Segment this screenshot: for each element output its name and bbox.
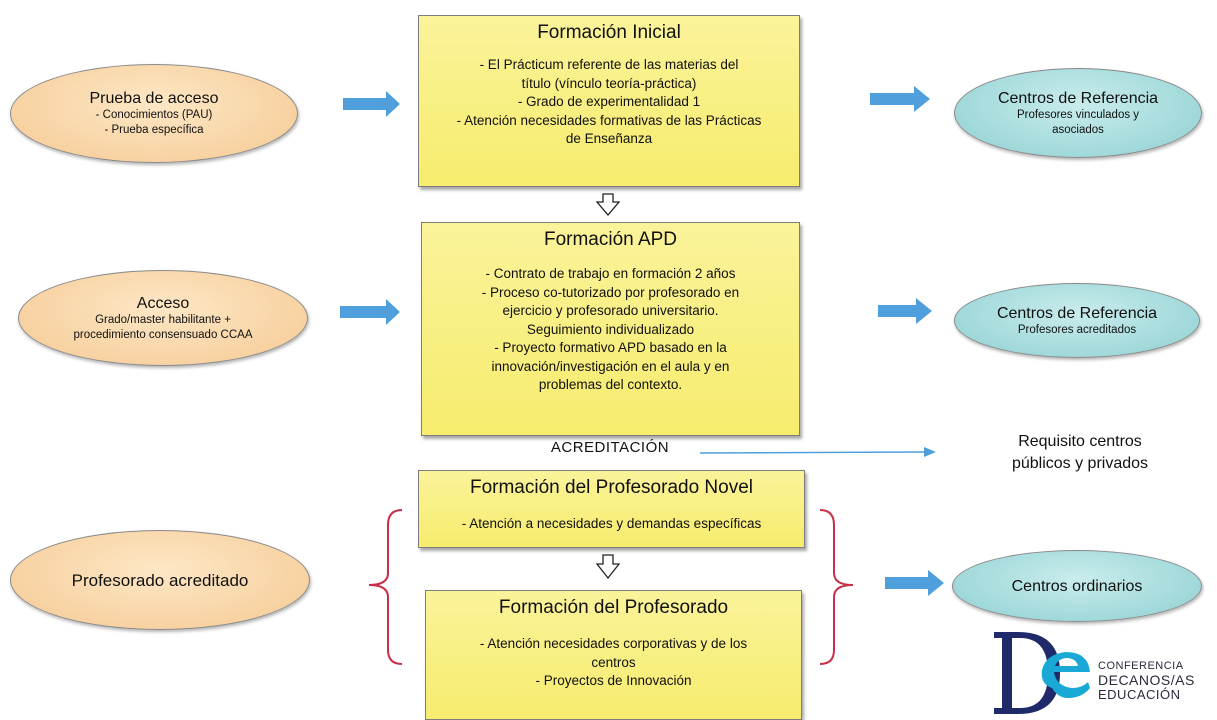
oval-profesorado-acreditado: Profesorado acreditado [10, 530, 310, 630]
oval-sub: - Conocimientos (PAU) [95, 109, 213, 121]
box-formacion-profesorado-lines: - Atención necesidades corporativas y de… [426, 635, 801, 691]
line: - Proyectos de Innovación [535, 673, 692, 688]
box-formacion-apd-lines: - Contrato de trabajo en formación 2 año… [422, 265, 799, 395]
line: - Proceso co-tutorizado por profesorado … [481, 284, 740, 300]
box-formacion-apd-title: Formación APD [543, 229, 678, 250]
down-arrow-1 [595, 193, 621, 217]
line: - Atención a necesidades y demandas espe… [461, 516, 762, 531]
arrow-acreditacion-head [924, 447, 936, 457]
acreditacion-label: ACREDITACIÓN [550, 439, 670, 456]
line: - Atención necesidades corporativas y de… [479, 636, 748, 651]
box-formacion-apd: Formación APD - Contrato de trabajo en f… [421, 222, 800, 436]
line: centros [591, 654, 636, 670]
oval-sub: asociados [1052, 123, 1104, 136]
line: - Atención necesidades formativas de las… [456, 112, 762, 128]
oval-centros-referencia-2: Centros de Referencia Profesores acredit… [954, 283, 1200, 358]
line: de Enseñanza [565, 131, 653, 146]
box-formacion-novel-lines: - Atención a necesidades y demandas espe… [419, 515, 804, 534]
oval-sub: - Prueba específica [104, 124, 204, 136]
requisito-line: Requisito centros [1018, 433, 1142, 450]
box-formacion-profesorado-title: Formación del Profesorado [498, 597, 729, 618]
line: ejercicio y profesorado universitario. [502, 303, 719, 318]
line: - El Prácticum referente de las materias… [479, 57, 739, 72]
arrow-formacion-to-ordinarios [885, 570, 944, 596]
oval-centros-referencia-1: Centros de Referencia Profesores vincula… [954, 68, 1202, 158]
oval-centros-ordinarios: Centros ordinarios [952, 550, 1202, 622]
oval-centros-referencia-1-title: Centros de Referencia [997, 89, 1159, 107]
line: innovación/investigación en el aula y en [491, 358, 730, 374]
oval-centros-referencia-2-title: Centros de Referencia [996, 304, 1158, 322]
arrow-prueba-to-inicial [343, 91, 400, 117]
logo-text: CONFERENCIA DECANOS/AS EDUCACIÓN [1098, 660, 1195, 702]
line: problemas del contexto. [538, 377, 683, 392]
box-formacion-inicial: Formación Inicial - El Prácticum referen… [418, 15, 800, 187]
oval-sub: Grado/master habilitante + [95, 313, 231, 326]
line: título (vínculo teoría-práctica) [521, 75, 697, 91]
oval-profesorado-acreditado-title: Profesorado acreditado [71, 570, 249, 590]
arrow-acceso-to-apd [340, 299, 400, 325]
oval-prueba-acceso-title: Prueba de acceso [89, 90, 219, 107]
de-logo-icon [994, 632, 1090, 714]
box-formacion-profesorado: Formación del Profesorado - Atención nec… [425, 590, 802, 720]
line: - Proyecto formativo APD basado en la [494, 340, 727, 355]
oval-centros-ordinarios-title: Centros ordinarios [1011, 577, 1143, 595]
oval-prueba-acceso: Prueba de acceso - Conocimientos (PAU) -… [10, 64, 298, 163]
oval-acceso-title: Acceso [136, 294, 190, 312]
logo-line: EDUCACIÓN [1098, 687, 1181, 702]
box-formacion-inicial-lines: - El Prácticum referente de las materias… [419, 56, 799, 149]
requisito-label: Requisito centros públicos y privados [955, 431, 1205, 475]
arrow-inicial-to-centros [870, 86, 930, 112]
box-formacion-novel: Formación del Profesorado Novel - Atenci… [418, 470, 805, 548]
requisito-line: públicos y privados [1011, 455, 1149, 472]
oval-sub: Profesores vinculados y [1016, 108, 1140, 121]
arrow-acreditacion-line [699, 451, 929, 454]
arrow-apd-to-centros [878, 298, 932, 324]
brace-right [819, 509, 854, 665]
line: - Contrato de trabajo en formación 2 año… [485, 266, 736, 281]
logo-line: DECANOS/AS [1098, 672, 1195, 688]
oval-sub: Profesores acreditados [1017, 323, 1137, 336]
logo-line: CONFERENCIA [1098, 660, 1184, 672]
line: Seguimiento individualizado [526, 321, 695, 337]
line: - Grado de experimentalidad 1 [517, 94, 701, 109]
brace-left [368, 509, 403, 665]
oval-sub: procedimiento consensuado CCAA [73, 328, 253, 341]
box-formacion-inicial-title: Formación Inicial [537, 22, 681, 43]
down-arrow-2 [595, 554, 621, 580]
box-formacion-novel-title: Formación del Profesorado Novel [469, 477, 754, 498]
oval-acceso: Acceso Grado/master habilitante + proced… [18, 270, 308, 366]
